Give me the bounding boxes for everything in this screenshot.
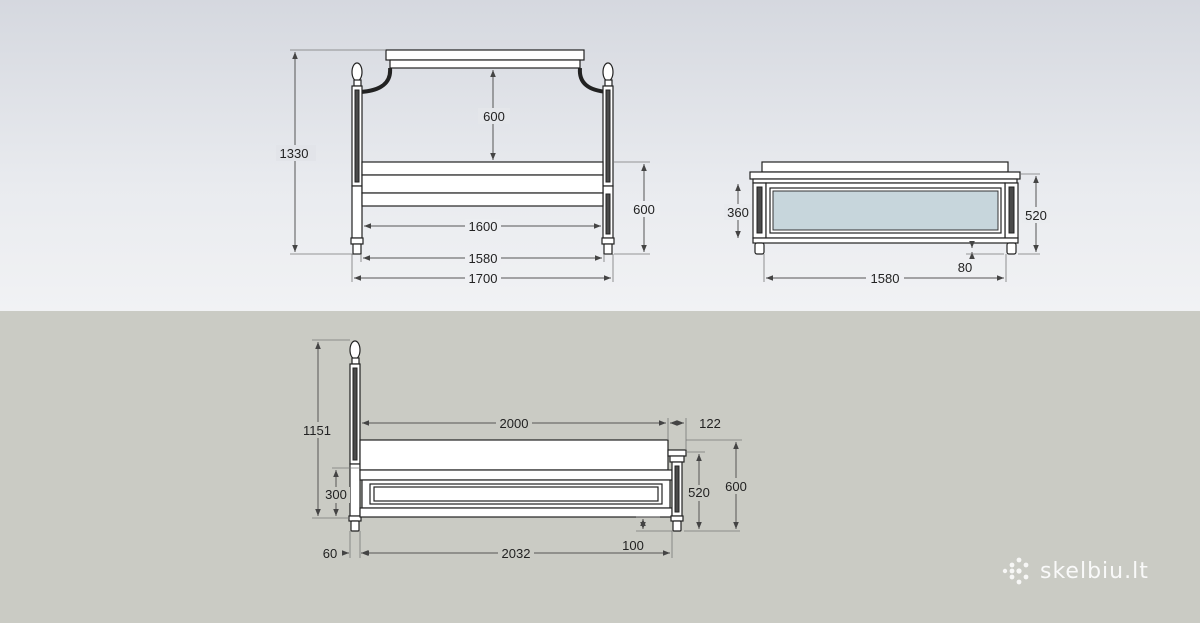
dim-foot-panel-height: 360: [727, 205, 749, 220]
dim-frame-width: 1580: [469, 251, 498, 266]
dim-side-length: 2000: [500, 416, 529, 431]
canopy-cornice: [385, 49, 585, 61]
foot-cornice: [749, 171, 1021, 180]
front-right-post: [601, 62, 615, 255]
dim-inner-width: 1600: [469, 219, 498, 234]
dim-head-height: 1151: [303, 423, 331, 438]
dim-overall-height: 1330: [280, 146, 309, 161]
dim-foot-post-height: 520: [1025, 208, 1047, 223]
canopy-arch-left: [359, 67, 393, 94]
canopy-frieze: [389, 59, 581, 69]
foot-leg-left: [754, 242, 765, 255]
dim-side-rail-height: 600: [725, 479, 747, 494]
front-top-rail: [361, 161, 604, 176]
side-bottom-rail: [359, 507, 673, 518]
foot-top-cap: [761, 161, 1009, 173]
dim-side-foot-height: 520: [688, 485, 710, 500]
foot-panel-glass: [772, 190, 999, 231]
dim-rail-height: 600: [633, 202, 655, 217]
watermark: skelbiu.lt: [1000, 556, 1149, 586]
front-panel: [361, 174, 604, 194]
foot-base: [752, 237, 1019, 244]
front-left-post: [350, 62, 364, 255]
side-mattress: [359, 439, 669, 471]
foot-leg-right: [1006, 242, 1017, 255]
brand-dots-icon: [1002, 557, 1029, 585]
dim-canopy-drop: 600: [483, 109, 505, 124]
front-bottom-rail: [361, 192, 604, 207]
dim-side-post-width: 60: [323, 546, 337, 561]
side-top-rail: [359, 469, 673, 481]
dim-foot-width: 1580: [871, 271, 900, 286]
dim-overall-width: 1700: [469, 271, 498, 286]
dim-side-leg-height: 100: [622, 538, 644, 553]
dim-foot-leg-height: 80: [958, 260, 972, 275]
front-view: 1330 600 600 1600 1580 1700: [276, 49, 660, 286]
side-view: 1151 300 2000 122 520 600 100: [300, 339, 750, 561]
watermark-text: skelbiu.lt: [1040, 558, 1149, 584]
dim-side-panel-height: 300: [325, 487, 347, 502]
side-head-post: [348, 340, 362, 532]
foot-cornice-lower: [752, 178, 1018, 184]
foot-view: 360 520 80 1580: [724, 161, 1050, 286]
dim-side-overall-length: 2032: [502, 546, 531, 561]
dim-foot-overhang: 122: [699, 416, 721, 431]
side-foot-post: [667, 449, 687, 532]
